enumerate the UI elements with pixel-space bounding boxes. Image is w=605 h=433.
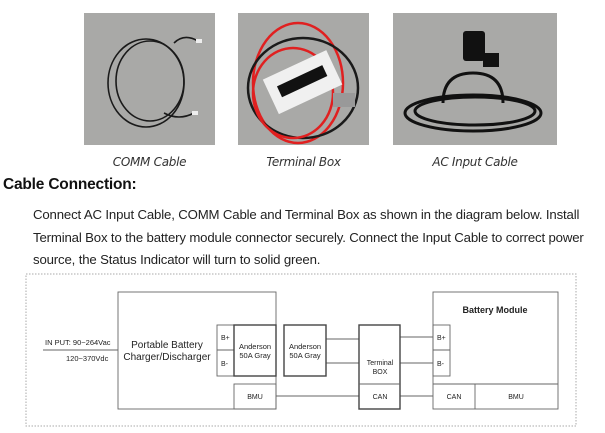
- anderson-label: Anderson: [239, 342, 271, 351]
- terminal-box-label: Terminal: [367, 360, 394, 367]
- instructions-paragraph: Connect AC Input Cable, COMM Cable and T…: [33, 204, 603, 272]
- bplus-label: B+: [221, 335, 230, 342]
- photo-caption: AC Input Cable: [432, 155, 518, 169]
- bminus-label: B-: [221, 361, 229, 368]
- bmu-label: BMU: [247, 394, 263, 401]
- battery-module-label: Battery Module: [462, 305, 527, 315]
- paragraph-line: source, the Status Indicator will turn t…: [33, 252, 321, 267]
- photo-caption: Terminal Box: [266, 155, 341, 169]
- ac-input-cable-photo: [393, 13, 557, 145]
- paragraph-line: Connect AC Input Cable, COMM Cable and T…: [33, 207, 580, 222]
- input-dc-label: 120~370Vdc: [66, 354, 109, 363]
- paragraph-line: Terminal Box to the battery module conne…: [33, 229, 584, 245]
- comm-cable-photo: [84, 13, 215, 145]
- anderson-label: 50A Gray: [289, 351, 321, 360]
- bminus-label: B-: [437, 361, 445, 368]
- charger-bmu-box: [233, 383, 277, 410]
- bmu-label: BMU: [508, 394, 524, 401]
- anderson-connector-2: [283, 324, 327, 377]
- charger-label: Charger/Discharger: [123, 352, 211, 363]
- input-ac-label: IN PUT: 90~264Vac: [45, 338, 111, 347]
- charger-label: Portable Battery: [131, 340, 203, 351]
- section-heading: Cable Connection:: [3, 176, 137, 193]
- anderson-connector-1: [233, 324, 277, 377]
- can-label: CAN: [447, 394, 462, 401]
- photo-caption: COMM Cable: [112, 155, 187, 169]
- can-label: CAN: [373, 394, 388, 401]
- terminal-box-label: BOX: [373, 369, 388, 376]
- terminal-box: [358, 324, 401, 410]
- anderson-label: Anderson: [289, 342, 321, 351]
- anderson-label: 50A Gray: [239, 351, 271, 360]
- terminal-box-photo: [238, 13, 369, 145]
- bplus-label: B+: [437, 335, 446, 342]
